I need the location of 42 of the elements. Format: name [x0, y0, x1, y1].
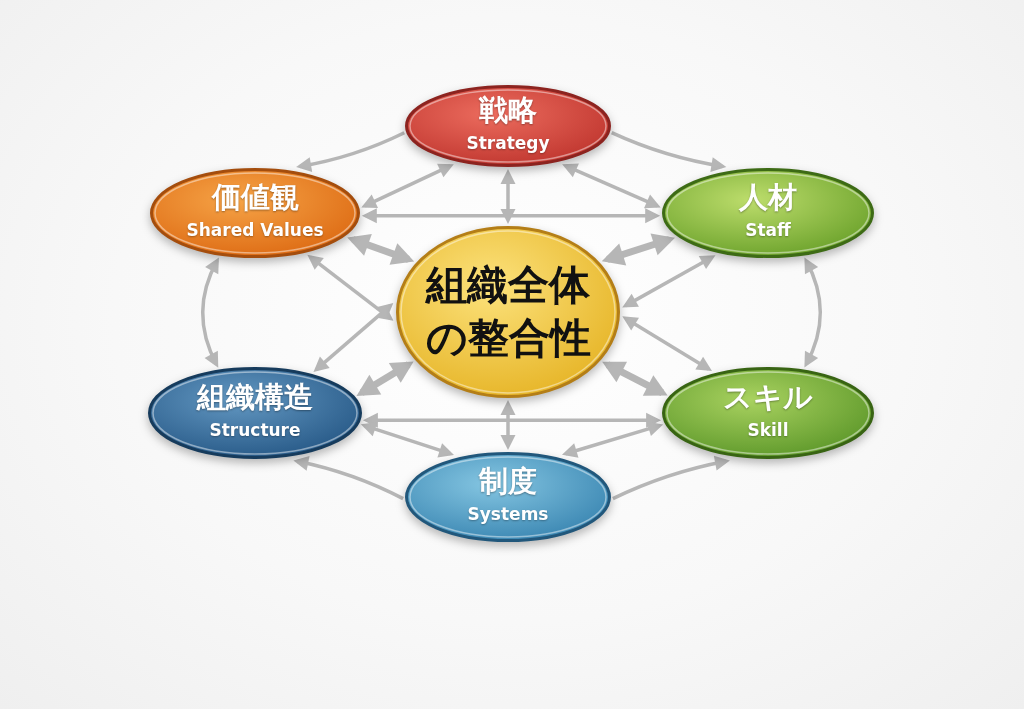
oval-node — [405, 85, 611, 167]
double-arrow — [602, 361, 668, 396]
double-arrow — [361, 163, 454, 208]
node-subtitle: Systems — [467, 504, 549, 525]
oval-node — [405, 452, 611, 542]
node-title: 価値観 — [211, 181, 299, 215]
node-title: スキル — [723, 381, 813, 415]
double-arrow — [356, 361, 414, 396]
double-arrow — [562, 163, 661, 209]
double-arrow — [500, 169, 516, 224]
node-subtitle: Skill — [747, 420, 789, 441]
double-arrow — [361, 208, 661, 224]
oval-node — [148, 367, 362, 459]
double-arrow — [804, 257, 822, 368]
node-subtitle: Structure — [209, 420, 301, 441]
arrow — [293, 456, 404, 501]
node-title: 制度 — [479, 465, 537, 499]
center-title: 組織全体の整合性 — [424, 259, 592, 364]
arrow — [611, 131, 727, 172]
node-subtitle: Strategy — [466, 133, 550, 154]
arrow — [612, 456, 730, 501]
double-arrow — [347, 234, 415, 265]
double-arrow — [360, 421, 454, 458]
double-arrow — [201, 257, 219, 368]
node-subtitle: Shared Values — [186, 220, 324, 241]
arrow — [296, 131, 406, 172]
node-subtitle: Staff — [745, 220, 791, 241]
double-arrow — [561, 421, 664, 458]
node-title: 戦略 — [479, 94, 537, 128]
oval-node — [662, 367, 874, 459]
oval-node — [662, 168, 874, 258]
node-title: 組織構造 — [197, 381, 313, 415]
double-arrow — [500, 400, 516, 450]
double-arrow — [622, 316, 712, 371]
node-title: 人材 — [739, 181, 797, 215]
double-arrow — [601, 233, 675, 266]
double-arrow — [622, 255, 716, 308]
double-arrow — [313, 303, 394, 372]
oval-node — [150, 168, 360, 258]
double-arrow — [307, 254, 394, 321]
center-oval — [396, 226, 620, 398]
double-arrow — [362, 412, 662, 428]
